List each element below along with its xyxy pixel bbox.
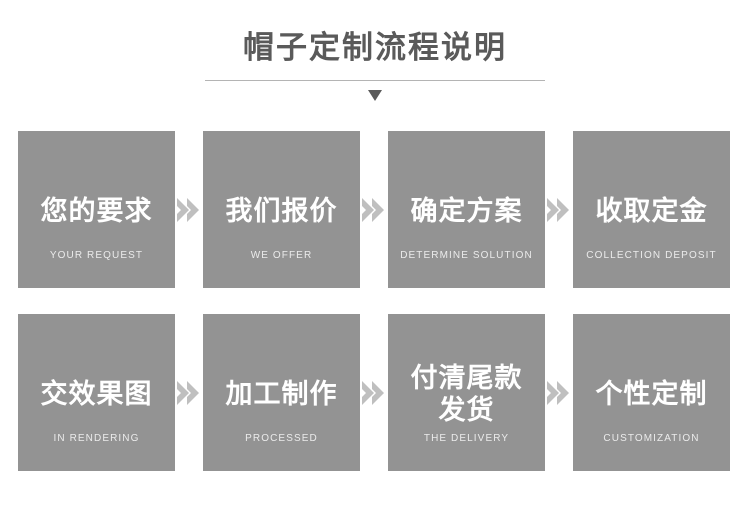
step-title-en: COLLECTION DEPOSIT <box>586 250 717 261</box>
step-title-cn: 付清尾款 发货 <box>410 363 523 425</box>
page-title: 帽子定制流程说明 <box>243 30 507 65</box>
arrow-gap-3 <box>545 131 573 288</box>
flow-row-2: 交效果图 IN RENDERING 加工制作 PROCESSED <box>18 314 732 471</box>
step-card-1[interactable]: 您的要求 YOUR REQUEST <box>18 131 175 288</box>
arrow-gap-2 <box>360 131 388 288</box>
step-title-cn: 您的要求 <box>40 196 153 226</box>
step-card-3[interactable]: 确定方案 DETERMINE SOLUTION <box>388 131 545 288</box>
step-card-5[interactable]: 交效果图 IN RENDERING <box>18 314 175 471</box>
arrow-gap-4 <box>175 314 203 471</box>
step-card-6[interactable]: 加工制作 PROCESSED <box>203 314 360 471</box>
down-triangle-icon <box>368 90 382 101</box>
step-title-cn: 交效果图 <box>40 379 153 409</box>
step-title-en: THE DELIVERY <box>423 433 510 444</box>
flow-row-1: 您的要求 YOUR REQUEST 我们报价 WE OFFER <box>18 131 732 288</box>
chevron-right-icon <box>177 380 199 405</box>
chevron-right-icon <box>362 380 384 405</box>
step-card-2[interactable]: 我们报价 WE OFFER <box>203 131 360 288</box>
chevron-right-icon <box>547 197 569 222</box>
step-title-cn: 收取定金 <box>595 196 708 226</box>
chevron-right-icon <box>177 197 199 222</box>
step-card-8[interactable]: 个性定制 CUSTOMIZATION <box>573 314 730 471</box>
flow-steps: 您的要求 YOUR REQUEST 我们报价 WE OFFER <box>18 131 732 471</box>
step-title-cn: 确定方案 <box>410 196 523 226</box>
step-title-en: DETERMINE SOLUTION <box>400 250 533 261</box>
chevron-right-icon <box>547 380 569 405</box>
step-title-en: PROCESSED <box>245 433 318 444</box>
step-title-en: CUSTOMIZATION <box>603 433 700 444</box>
header: 帽子定制流程说明 <box>0 0 750 118</box>
step-card-4[interactable]: 收取定金 COLLECTION DEPOSIT <box>573 131 730 288</box>
title-divider <box>205 80 545 81</box>
step-title-en: IN RENDERING <box>53 433 140 444</box>
step-title-cn: 个性定制 <box>595 379 708 409</box>
arrow-gap-1 <box>175 131 203 288</box>
arrow-gap-5 <box>360 314 388 471</box>
arrow-gap-6 <box>545 314 573 471</box>
step-title-cn: 我们报价 <box>225 196 338 226</box>
step-title-cn: 加工制作 <box>225 379 338 409</box>
chevron-right-icon <box>362 197 384 222</box>
step-card-7[interactable]: 付清尾款 发货 THE DELIVERY <box>388 314 545 471</box>
step-title-en: WE OFFER <box>250 250 313 261</box>
step-title-en: YOUR REQUEST <box>49 250 144 261</box>
